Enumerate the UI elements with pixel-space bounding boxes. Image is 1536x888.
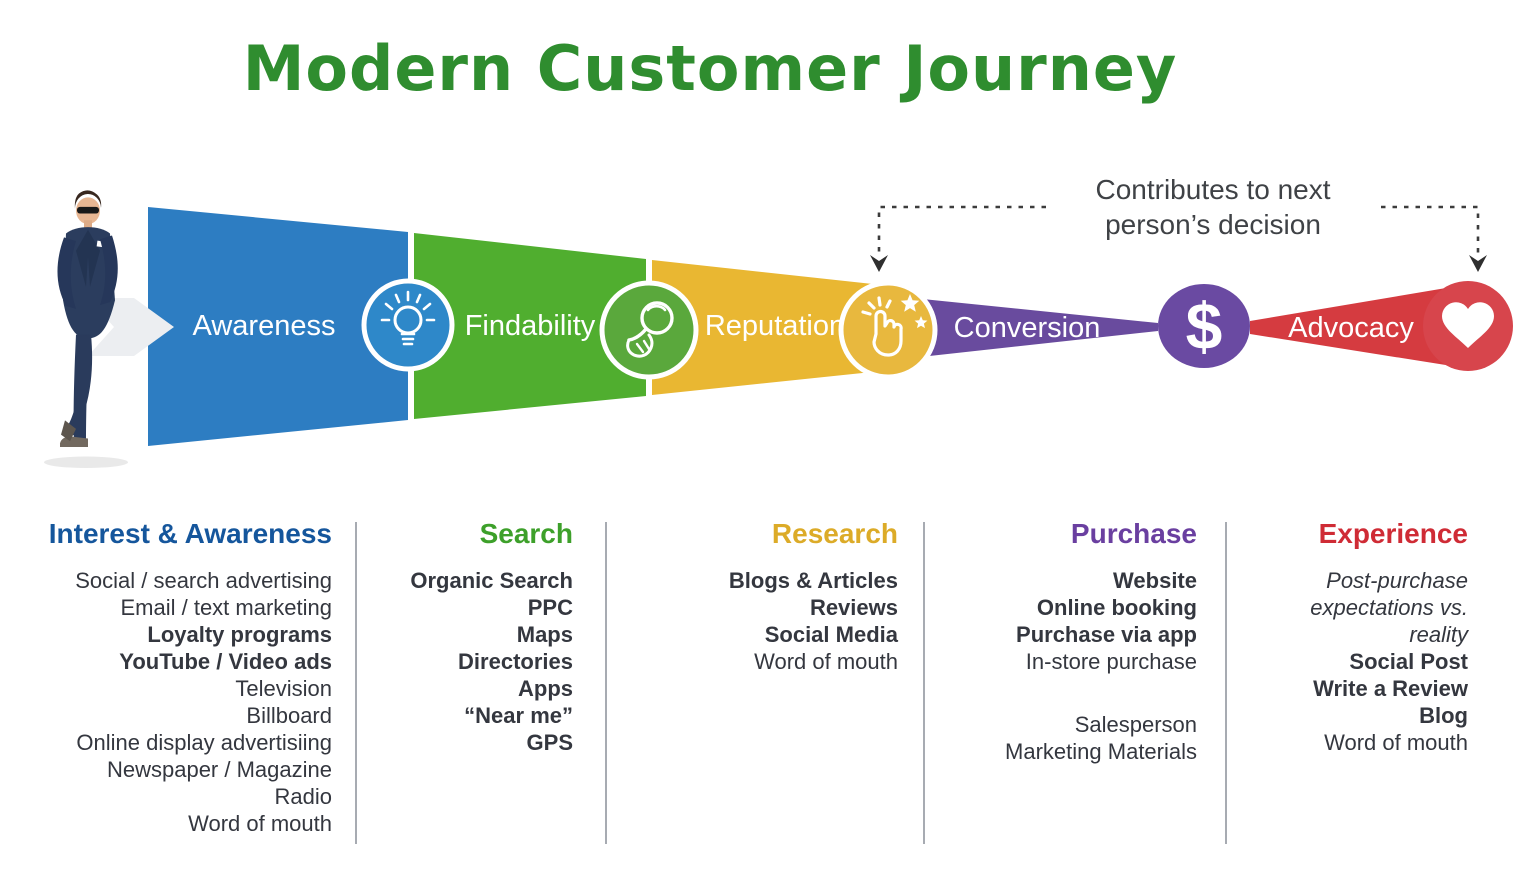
annotation-line1: Contributes to next [1095,174,1331,205]
dollar-icon-circle [1158,284,1250,368]
click-hand-stars-icon [861,294,928,357]
arrowhead-left [870,255,888,272]
heart-icon [1442,302,1494,348]
list-item: Salesperson [1074,712,1197,737]
dashed-arrow-left [877,205,1046,254]
column-header: Purchase [1070,518,1197,549]
list-item: Social Media [764,622,898,647]
column-header: Research [771,518,898,549]
magnifier-hand-icon [626,301,674,358]
list-item: Write a Review [1313,676,1468,701]
list-item: YouTube / Video ads [119,649,332,674]
column-divider [605,522,607,844]
list-item: Radio [274,784,332,809]
list-item: Blog [1419,703,1468,728]
column-experience: Experience Post-purchase expectations vs… [1246,520,1468,756]
annotation-text: Contributes to next person’s decision [1040,172,1386,242]
list-item: Social / search advertising [75,568,332,593]
list-item: Email / text marketing [120,595,332,620]
stage-shape-conversion [893,296,1158,360]
stage-shape-reputation [652,260,891,395]
list-item: Purchase via app [1016,622,1197,647]
list-item: “Near me” [464,703,573,728]
stage-label-advocacy: Advocacy [1288,312,1414,344]
list-item: GPS [526,730,573,755]
businessman-photo [44,190,128,468]
list-item: Organic Search [410,568,573,593]
list-item: Online booking [1036,595,1197,620]
column-interest-awareness: Interest & Awareness Social / search adv… [40,520,332,837]
column-research: Research Blogs & Articles Reviews Social… [702,520,898,675]
page-title: Modern Customer Journey [242,32,1178,105]
stage-label-awareness: Awareness [192,310,336,342]
lightbulb-icon [380,290,436,346]
column-divider [355,522,357,844]
list-item: Directories [458,649,573,674]
list-item: Word of mouth [754,649,898,674]
annotation-line2: person’s decision [1105,209,1321,240]
stage-label-reputation: Reputation [704,310,846,342]
column-divider [1225,522,1227,844]
stage-label-conversion: Conversion [953,312,1101,344]
column-header: Interest & Awareness [48,518,332,549]
dashed-arrow-right [1381,205,1480,254]
list-item: Reviews [809,595,898,620]
list-item: Social Post [1349,649,1468,674]
arrowhead-right [1469,255,1487,272]
column-header: Experience [1318,518,1468,549]
list-item: Television [235,676,332,701]
list-item: Website [1113,568,1197,593]
list-item: Billboard [246,703,332,728]
stage-shape-advocacy [1250,287,1452,366]
list-item: Newspaper / Magazine [106,757,332,782]
stage-shape-awareness [148,207,408,446]
list-item: Marketing Materials [1005,739,1197,764]
dollar-icon: $ [1186,289,1223,363]
list-item: Word of mouth [188,811,332,836]
column-purchase: Purchase Website Online booking Purchase… [986,520,1197,765]
list-item: Loyalty programs [147,622,332,647]
list-item: Post-purchase expectations vs. reality [1310,568,1468,647]
list-item: Blogs & Articles [728,568,898,593]
stage-label-findability: Findability [464,310,596,342]
column-search: Search Organic Search PPC Maps Directori… [390,520,573,756]
list-item: Maps [516,622,573,647]
column-header: Search [479,518,573,549]
list-item: PPC [527,595,573,620]
column-divider [923,522,925,844]
list-item: Word of mouth [1324,730,1468,755]
stage-shape-findability [414,233,646,419]
list-item: In-store purchase [1025,649,1197,674]
list-item: Online display advertisiing [76,730,332,755]
list-item: Apps [518,676,573,701]
